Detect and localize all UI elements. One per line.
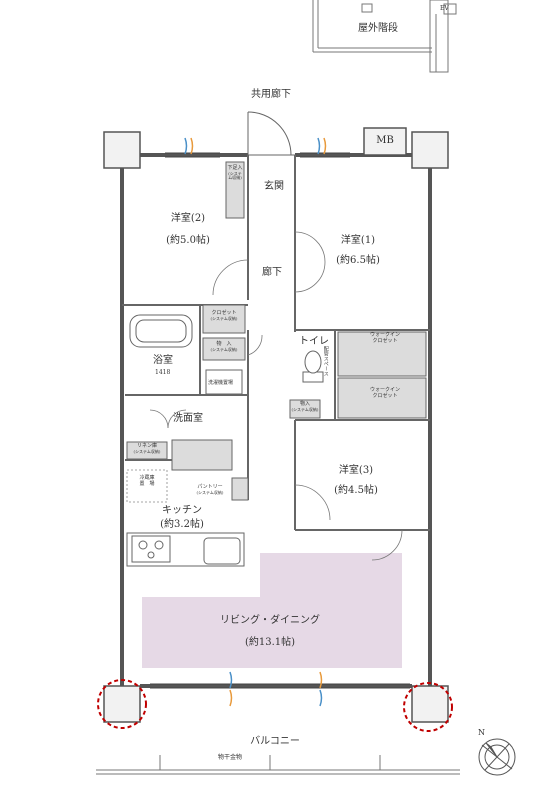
bathtub-icon — [129, 314, 193, 348]
western1-label: 洋室(1) — [340, 235, 376, 246]
interior-door-swings — [149, 231, 403, 561]
washer-space-label: 洗濯機置場 — [208, 380, 234, 386]
pantry-box — [231, 477, 249, 501]
piping-space-label: 配管スペース — [322, 346, 329, 376]
fridge-title: 冷蔵庫 — [139, 475, 155, 481]
western2-label: 洋室(2) — [170, 213, 206, 224]
storage-sub: (システム収納) — [210, 346, 238, 352]
closet-box — [202, 304, 246, 334]
walkin1-sub: クロゼット — [372, 337, 398, 344]
walkin1-title: ウォークイン — [369, 332, 401, 338]
western2-size: (約5.0帖) — [166, 235, 210, 246]
door-swing-icon — [247, 111, 295, 156]
outdoor-stairs-area — [312, 0, 457, 73]
columns — [103, 127, 449, 723]
walkin-closet-2 — [337, 377, 427, 419]
walkin2-label: ウォークイン クロゼット — [369, 387, 401, 400]
toilet-icon — [302, 350, 324, 383]
shoe-closet-title: 下足入 — [227, 165, 243, 171]
kitchen-label: キッチン — [162, 505, 202, 516]
western3-label: 洋室(3) — [338, 465, 374, 476]
ev-label: EV — [440, 5, 449, 12]
storage-box — [202, 337, 246, 361]
balcony-rail — [96, 755, 460, 775]
balcony-label: バルコニー — [250, 736, 300, 747]
linen-sub: (システム収納) — [133, 448, 161, 454]
outdoor-stairs-label: 屋外階段 — [358, 23, 398, 34]
storage-title: 物 入 — [216, 341, 232, 347]
fridge-label: 冷蔵庫 置 場 — [139, 475, 155, 488]
shoe-closet-label: 下足入 (システム収納) — [227, 165, 243, 181]
sink-icon — [203, 537, 241, 565]
kitchen-size: (約3.2帖) — [160, 519, 204, 530]
walkin2-title: ウォークイン — [369, 387, 401, 393]
shoe-closet-sub: (システム収納) — [228, 170, 242, 181]
washer-space — [205, 369, 243, 395]
fridge-sub: 置 場 — [139, 480, 155, 487]
bathroom-size: 1418 — [155, 369, 171, 376]
storage-label: 物 入 (システム収納) — [210, 341, 238, 352]
linen-label: リネン庫 (システム収納) — [133, 443, 161, 454]
western1-size: (約6.5帖) — [336, 255, 380, 266]
compass-icon — [478, 738, 516, 776]
fridge-area — [126, 469, 168, 503]
column-marker-right — [403, 682, 453, 732]
closet-label: クロゼット (システム収納) — [210, 310, 238, 321]
living-dining-highlight — [142, 553, 402, 668]
pantry-sub: (システム収納) — [196, 489, 224, 495]
washer-cabinet — [171, 439, 233, 471]
windows — [150, 137, 410, 707]
western3-size: (約4.5帖) — [334, 485, 378, 496]
interior-walls — [122, 155, 430, 531]
hallway-label: 廊下 — [262, 267, 282, 278]
closet-sub: (システム収納) — [210, 315, 238, 321]
column-marker-left — [97, 679, 147, 729]
kitchen-counter — [126, 532, 245, 567]
common-corridor-label: 共用廊下 — [251, 89, 291, 100]
stove-icon — [131, 535, 171, 563]
living-label: リビング・ダイニング — [220, 615, 320, 626]
linen-title: リネン庫 — [136, 443, 158, 449]
walkin1-label: ウォークイン クロゼット — [369, 332, 401, 345]
entrance-label: 玄関 — [264, 181, 284, 192]
bathroom-label: 浴室 — [153, 355, 173, 366]
mb-label: MB — [376, 135, 394, 146]
storage2-label: 物入 (システム収納) — [291, 401, 319, 412]
storage2-box — [289, 399, 321, 419]
storage2-title: 物入 — [299, 401, 311, 407]
north-label: N — [478, 728, 485, 737]
pantry-title: パントリー — [197, 484, 223, 490]
storage2-sub: (システム収納) — [291, 406, 319, 412]
pantry-label: パントリー (システム収納) — [196, 484, 224, 495]
linen-box — [126, 441, 168, 460]
washroom-label: 洗面室 — [173, 413, 203, 424]
laundry-fitting-label: 物干金物 — [217, 754, 243, 761]
shoe-closet — [225, 161, 245, 219]
walkin-closet-1 — [337, 331, 427, 377]
walkin2-sub: クロゼット — [372, 392, 398, 399]
toilet-label: トイレ — [299, 336, 329, 347]
living-size: (約13.1帖) — [244, 637, 296, 648]
closet-title: クロゼット — [211, 310, 237, 316]
